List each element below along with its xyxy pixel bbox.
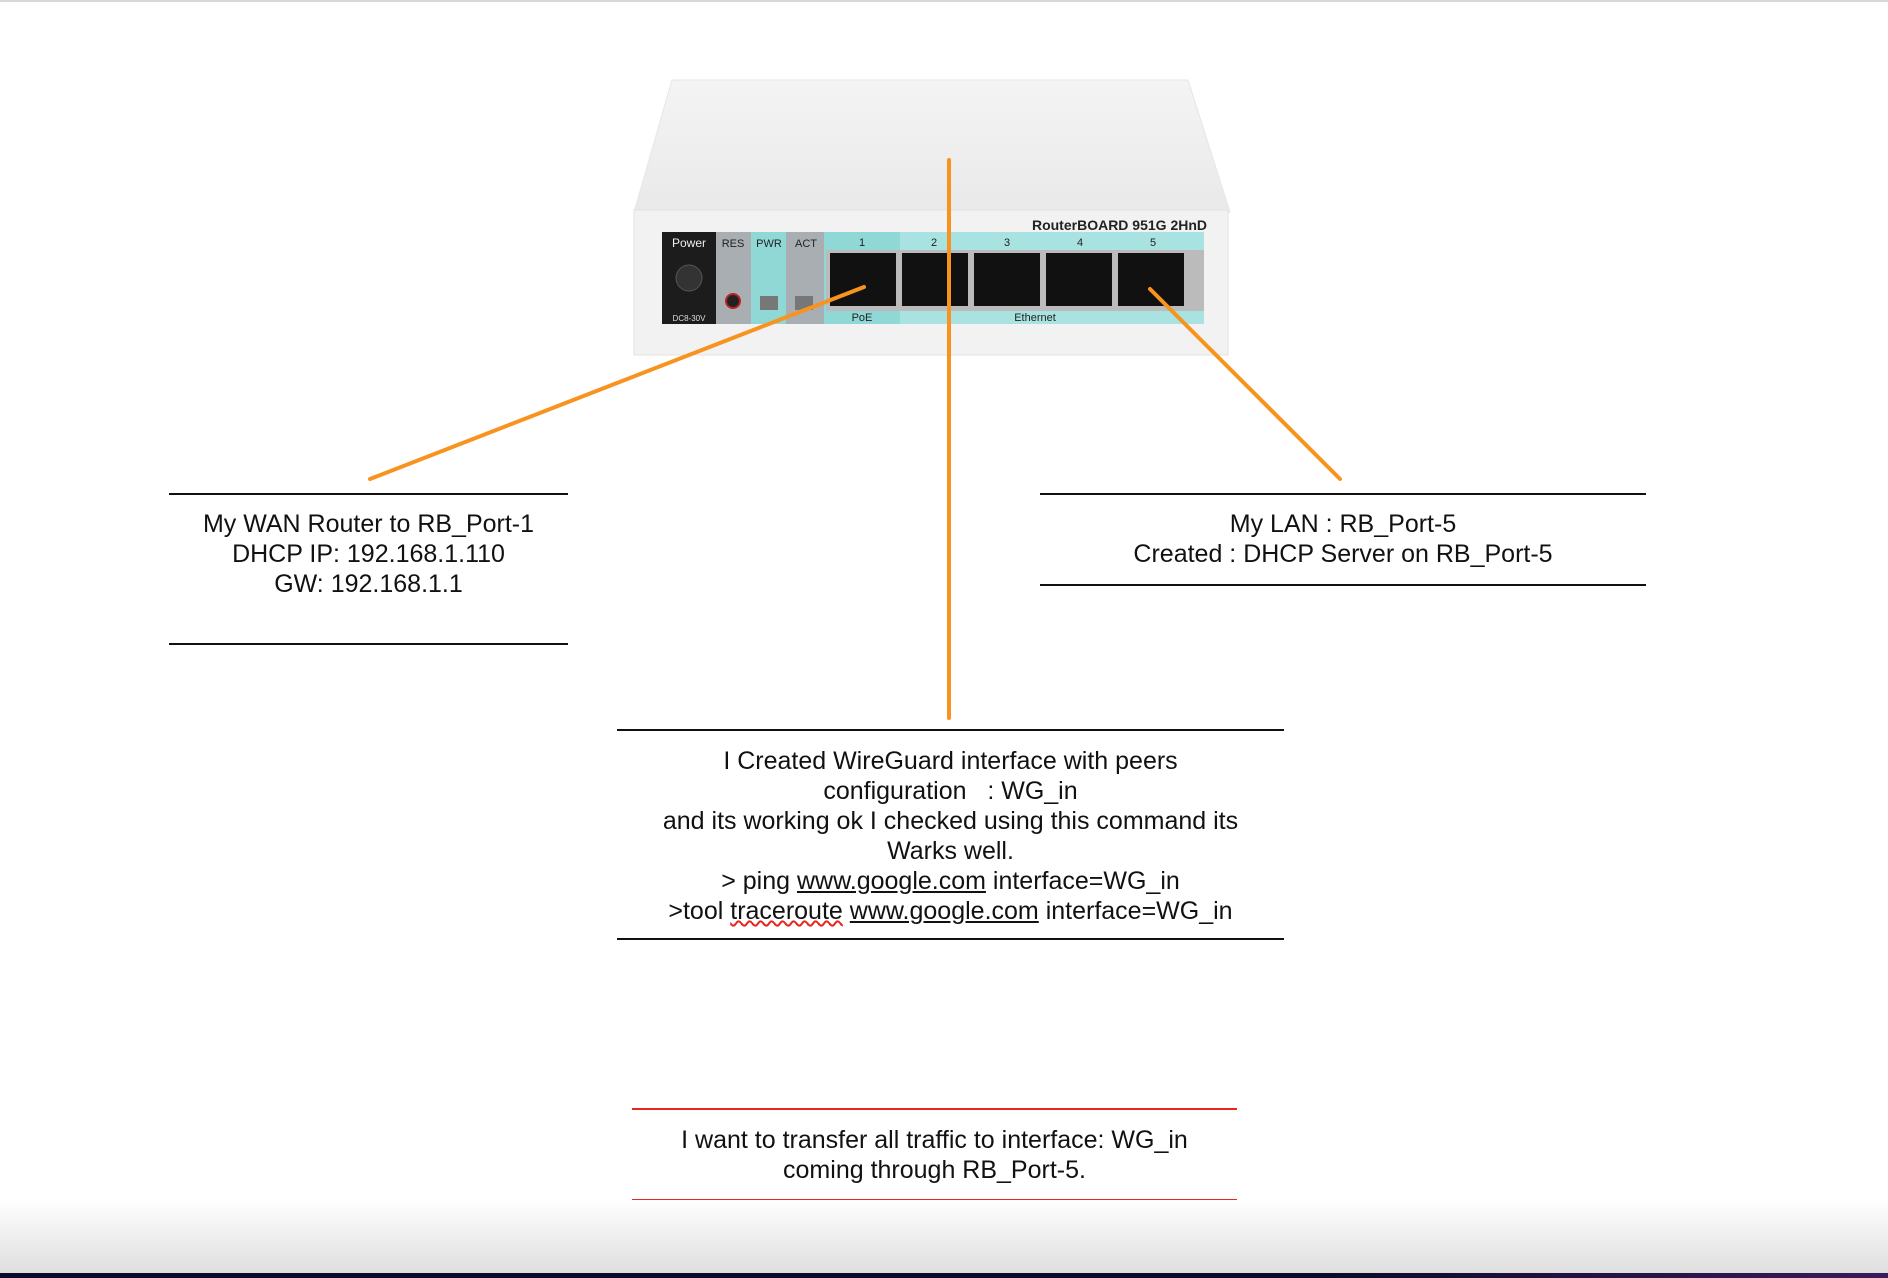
goal-note: I want to transfer all traffic to interf… <box>632 1108 1237 1201</box>
top-border <box>0 0 1888 2</box>
lan-note-line: My LAN : RB_Port-5 <box>1229 510 1457 538</box>
ping-prefix: > ping <box>721 867 797 895</box>
port-label-2: 2 <box>931 237 937 249</box>
tool-prefix: >tool <box>668 897 731 925</box>
lan-connector-line <box>1148 287 1342 481</box>
wg-note-line: and its working ok I checked using this … <box>662 807 1239 835</box>
traceroute-command-line: >tool traceroute www.google.com interfac… <box>617 896 1284 926</box>
ping-suffix: interface=WG_in <box>985 867 1180 895</box>
port-label-4: 4 <box>1077 237 1083 249</box>
wg-note-line: Warks well. <box>887 837 1014 865</box>
wg-note-line: configuration : WG_in <box>823 777 1078 805</box>
act-label: ACT <box>795 238 817 250</box>
wan-note-line: DHCP IP: 192.168.1.110 <box>232 540 505 568</box>
dc-label: DC8-30V <box>673 314 707 323</box>
router-image: Power DC8-30V RES PWR ACT 1 2 3 4 5 PoE … <box>633 79 1231 356</box>
goal-note-line: I want to transfer all traffic to interf… <box>681 1126 1188 1154</box>
res-label: RES <box>722 238 745 250</box>
model-label: RouterBOARD 951G 2HnD <box>1032 217 1207 233</box>
lan-note-line: Created : DHCP Server on RB_Port-5 <box>1133 540 1553 568</box>
wan-connector-line <box>368 285 866 481</box>
poe-label: PoE <box>852 312 873 324</box>
port-label-3: 3 <box>1004 237 1010 249</box>
space <box>843 897 850 925</box>
wireguard-note: I Created WireGuard interface with peers… <box>617 729 1284 940</box>
google-link[interactable]: www.google.com <box>796 867 986 895</box>
bottom-shadow <box>0 1200 1888 1274</box>
ethernet-label: Ethernet <box>1014 312 1056 324</box>
lan-note: My LAN : RB_Port-5 Created : DHCP Server… <box>1040 493 1646 586</box>
bottom-edge <box>0 1273 1888 1278</box>
wg-note-line: I Created WireGuard interface with peers <box>723 747 1178 775</box>
port-label-1: 1 <box>859 237 865 249</box>
google-link[interactable]: www.google.com <box>849 897 1039 925</box>
power-jack <box>675 264 703 292</box>
wan-note-line: My WAN Router to RB_Port-1 <box>202 510 535 538</box>
traceroute-suffix: interface=WG_in <box>1038 897 1233 925</box>
port-label-5: 5 <box>1150 237 1156 249</box>
connector-lines <box>368 158 1342 720</box>
ping-command-line: > ping www.google.com interface=WG_in <box>617 866 1284 896</box>
reset-button <box>725 293 741 309</box>
traceroute-word: traceroute <box>730 897 843 925</box>
wan-note: My WAN Router to RB_Port-1 DHCP IP: 192.… <box>169 493 568 645</box>
pwr-label: PWR <box>756 238 782 250</box>
power-label: Power <box>672 236 706 250</box>
goal-note-line: coming through RB_Port-5. <box>783 1156 1086 1184</box>
wan-note-line: GW: 192.168.1.1 <box>274 570 463 598</box>
